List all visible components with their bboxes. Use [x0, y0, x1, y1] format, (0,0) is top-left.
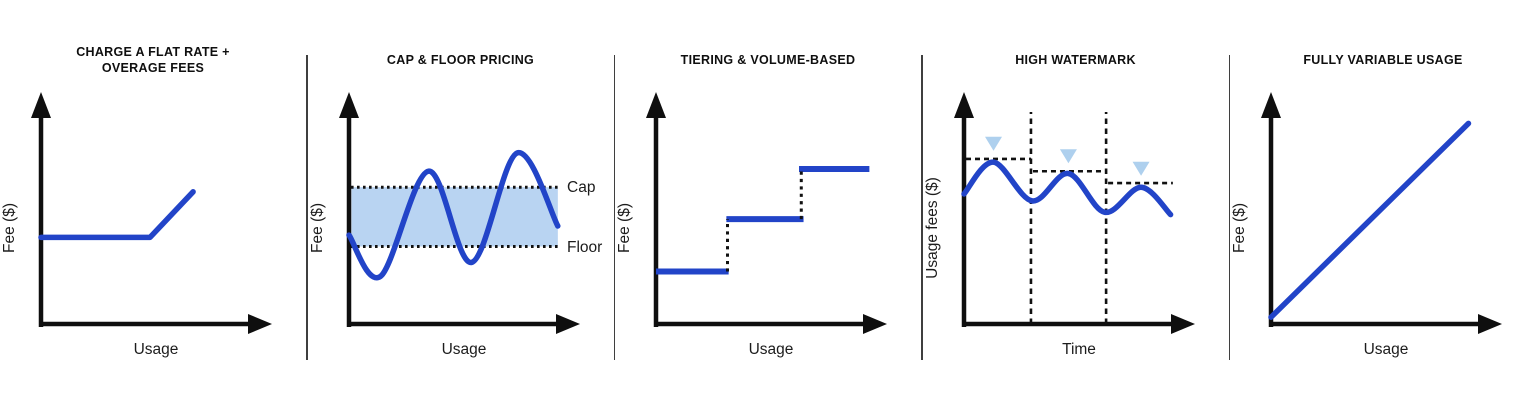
- watermark-peak-icon: [984, 136, 1002, 151]
- y-axis-arrow-icon: [646, 92, 666, 118]
- y-axis-label: Fee ($): [1, 203, 18, 253]
- axes: [1261, 92, 1502, 334]
- x-axis-arrow-icon: [1170, 314, 1195, 334]
- axes: [646, 92, 887, 334]
- plot-area: [345, 150, 561, 281]
- y-axis-label: Fee ($): [616, 203, 633, 253]
- y-axis-label: Fee ($): [1231, 203, 1248, 253]
- panel-title: CAP & FLOOR PRICING: [386, 52, 535, 67]
- axes: [953, 92, 1195, 334]
- x-axis-arrow-icon: [1478, 314, 1502, 334]
- y-axis-label: Fee ($): [309, 203, 326, 253]
- chart-fully-variable: Fee ($) Usage: [1231, 92, 1502, 358]
- cap-label: Cap: [567, 179, 595, 196]
- x-axis-label: Usage: [749, 341, 794, 358]
- x-axis-label: Usage: [441, 341, 486, 358]
- x-axis-label: Usage: [134, 341, 179, 358]
- chart-tiering: Fee ($) Usage: [616, 92, 887, 358]
- x-axis-arrow-icon: [555, 314, 580, 334]
- panel-title: CHARGE A FLAT RATE + OVERAGE FEES: [76, 44, 230, 75]
- panel-divider: [1228, 55, 1230, 360]
- y-axis-arrow-icon: [1261, 92, 1281, 118]
- y-axis-arrow-icon: [31, 92, 51, 118]
- panel-cap-floor-pricing: CAP & FLOOR PRICING Cap Floor Fee ($) Us…: [308, 0, 614, 413]
- panel-high-watermark: HIGH WATERMARK Usage fees ($) Time: [923, 0, 1229, 413]
- axes: [31, 92, 272, 334]
- chart-cap-floor: Cap Floor Fee ($) Usage: [309, 92, 602, 358]
- plot-area: [656, 165, 870, 275]
- axes: [338, 92, 580, 334]
- plot-area: [960, 111, 1173, 324]
- watermark-peak-icon: [1132, 161, 1150, 176]
- y-axis-label: Usage fees ($): [924, 177, 941, 279]
- x-axis-label: Time: [1062, 341, 1096, 358]
- watermark-peak-icon: [1059, 149, 1077, 164]
- x-axis-arrow-icon: [863, 314, 887, 334]
- x-axis-label: Usage: [1364, 341, 1409, 358]
- chart-high-watermark: Usage fees ($) Time: [924, 92, 1195, 358]
- x-axis-arrow-icon: [248, 314, 272, 334]
- panel-title: HIGH WATERMARK: [1015, 52, 1136, 67]
- plot-area: [1268, 120, 1472, 320]
- panel-tiering-volume-based: TIERING & VOLUME-BASED Fee ($) Usage: [615, 0, 921, 413]
- panel-divider: [306, 55, 308, 360]
- y-axis-arrow-icon: [953, 92, 974, 118]
- panel-flat-rate-overage-fees: CHARGE A FLAT RATE + OVERAGE FEES Fee ($…: [0, 0, 306, 413]
- plot-area: [38, 189, 196, 241]
- panel-title: TIERING & VOLUME-BASED: [680, 52, 856, 67]
- floor-label: Floor: [567, 239, 602, 256]
- panel-fully-variable-usage: FULLY VARIABLE USAGE Fee ($) Usage: [1230, 0, 1536, 413]
- panel-title: FULLY VARIABLE USAGE: [1303, 52, 1463, 67]
- y-axis-arrow-icon: [338, 92, 359, 118]
- chart-flat-rate-overage: Fee ($) Usage: [1, 92, 272, 358]
- panel-divider: [921, 55, 923, 360]
- panel-divider: [613, 55, 615, 360]
